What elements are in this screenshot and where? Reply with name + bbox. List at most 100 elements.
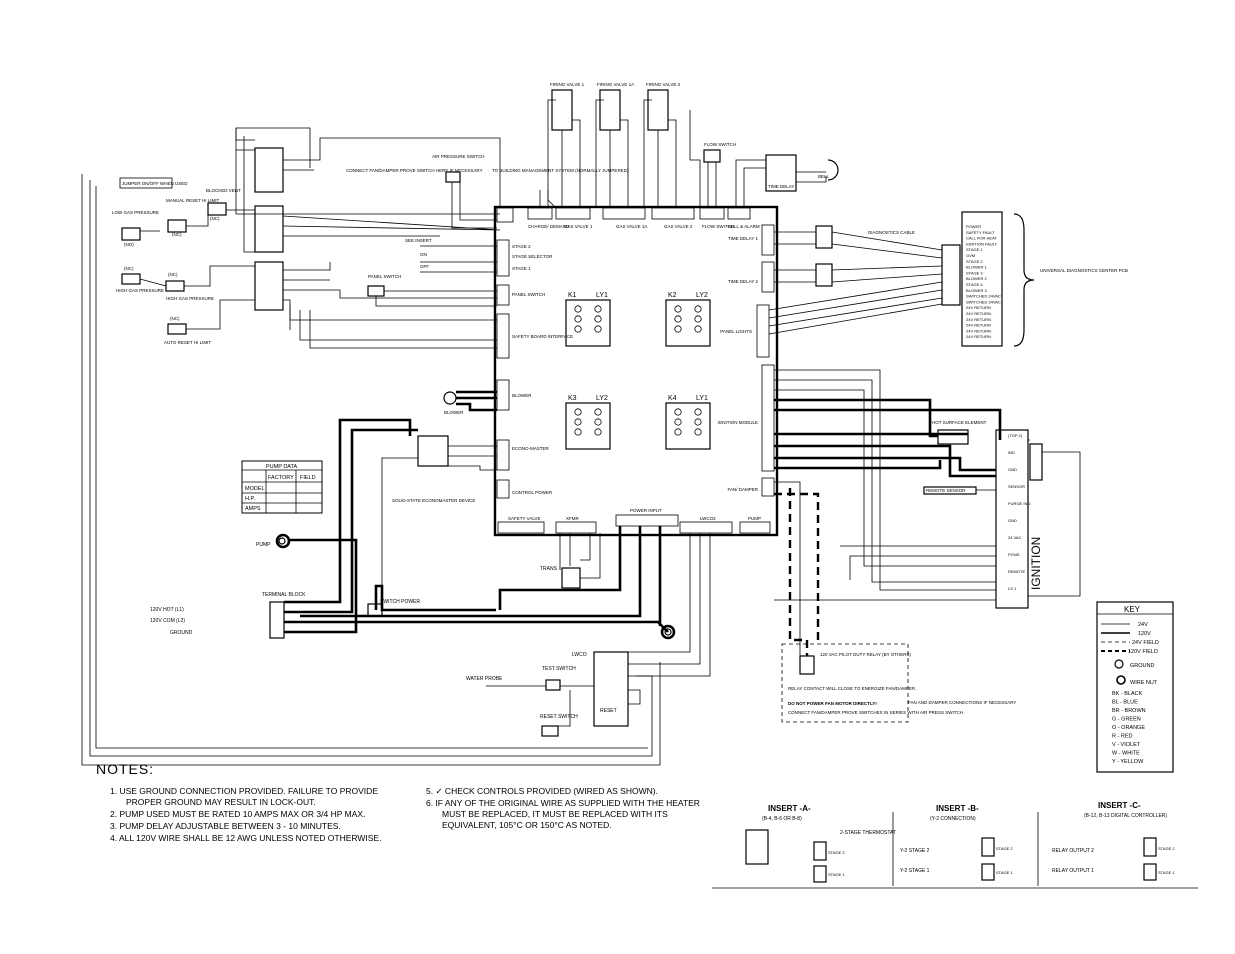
- relay-pin: [594, 315, 602, 323]
- key-24v: 24V: [1138, 622, 1148, 628]
- power-supply: PUMP TERMINAL BLOCK 120V HOT (L1) 120V C…: [150, 533, 676, 640]
- notes-list-2: 5. ✓ CHECK CONTROLS PROVIDED (WIRED AS S…: [426, 786, 716, 832]
- insert-c-row-1: RELAY OUTPUT 1: [1052, 868, 1094, 874]
- blocked-vent-nc: (NC): [210, 216, 220, 221]
- ignition-terminal: GND: [1008, 467, 1017, 472]
- diag-item: 24V RETURN: [966, 305, 991, 310]
- notes-list-1: 1. USE GROUND CONNECTION PROVIDED. FAILU…: [110, 786, 410, 845]
- insert-a-therm: 2-STAGE THERMOSTAT: [840, 830, 896, 836]
- ignition-terminal: SENSOR: [1008, 484, 1025, 489]
- diag-item: 24V RETURN: [966, 334, 991, 339]
- flow-switch-label: FLOW SWITCH: [704, 142, 736, 147]
- blower-label: BLOWER: [444, 410, 464, 415]
- note-3: 3. PUMP DELAY ADJUSTABLE BETWEEN 3 - 10 …: [110, 821, 341, 831]
- notes-block: NOTES: 1. USE GROUND CONNECTION PROVIDED…: [96, 761, 716, 843]
- insert-c-stage2: STAGE 2: [1158, 846, 1175, 851]
- note-2: 2. PUMP USED MUST BE RATED 10 AMPS MAX O…: [110, 809, 366, 819]
- relay-pin: [574, 408, 582, 416]
- ignition-area: HOT SURFACE ELEMENT REMOTE SENSOR IGNITI…: [923, 420, 1043, 609]
- ignition-terminal: 24 VAC: [1008, 535, 1022, 540]
- diag-item: 24V RETURN: [966, 311, 991, 316]
- key-24v-field: 24V FIELD: [1132, 640, 1159, 646]
- header-panel-lights: PANEL LIGHTS: [720, 329, 752, 334]
- note-5: 5. ✓ CHECK CONTROLS PROVIDED (WIRED AS S…: [426, 786, 658, 796]
- diag-item: BLOWER 2: [966, 276, 987, 281]
- insert-a-sub: (B-4, B-6 OR B-8): [762, 816, 802, 822]
- relay-pin: [594, 325, 602, 333]
- lwco-area: LWCO RESET WATER PROBE TEST SWITCH RESET…: [466, 651, 629, 737]
- relay-k2-label: K2: [668, 292, 677, 299]
- pump-label: PUMP: [256, 542, 271, 548]
- relay-pin: [574, 305, 582, 313]
- low-gas-label: LOW GAS PRESSURE: [112, 210, 159, 215]
- diag-item: BLOWER 1: [966, 265, 987, 270]
- blocked-vent-label: BLOCKED VENT: [206, 188, 241, 193]
- key-legend: KEY 24V 120V 24V FIELD 120V FIELD GROUND…: [1096, 601, 1174, 773]
- panel-switch-label: PANEL SWITCH: [368, 274, 401, 279]
- no-power-fan-label: DO NOT POWER FAN MOTOR DIRECTLY!: [788, 701, 877, 706]
- relay-pin: [574, 315, 582, 323]
- header-time-delay-2: TIME DELAY 2: [728, 279, 759, 284]
- diag-item: STAGE 4: [966, 282, 983, 287]
- key-color: V - VIOLET: [1112, 742, 1141, 748]
- note-1: 1. USE GROUND CONNECTION PROVIDED. FAILU…: [110, 786, 378, 807]
- relay-pin: [694, 428, 702, 436]
- com-label: 120V COM (L2): [150, 618, 185, 624]
- header-stage-2: STAGE 2: [512, 244, 531, 249]
- relay-ly1b-label: LY1: [696, 395, 708, 402]
- udc-label: UNIVERSAL DIAGNOSTICS CENTER PCB: [1040, 268, 1128, 273]
- key-title: KEY: [1124, 605, 1141, 614]
- relay-ly2b-label: LY2: [596, 395, 608, 402]
- header-power-input: POWER INPUT: [630, 508, 662, 513]
- insert-a-stage1: STAGE 1: [828, 872, 845, 877]
- relay-pin: [694, 325, 702, 333]
- terminal-block-label: TERMINAL BLOCK: [262, 592, 306, 598]
- firing-valve-1a-label: FIRING VALVE 1A: [597, 82, 634, 87]
- pump-data-col-field: FIELD: [300, 475, 316, 481]
- relay-120-label: 120 VAC PILOT DUTY RELAY (BY OTHERS): [820, 652, 912, 657]
- insert-c-row-2: RELAY OUTPUT 2: [1052, 848, 1094, 854]
- key-color: R - RED: [1112, 734, 1133, 740]
- header-charge-demand: CHARGE/ DEMAND: [528, 224, 570, 229]
- diag-item: 24V RETURN: [966, 328, 991, 333]
- relay-k3-label: K3: [568, 395, 577, 402]
- relay-k1-label: K1: [568, 292, 577, 299]
- diag-item: 24V RETURN: [966, 323, 991, 328]
- relay-pin: [674, 428, 682, 436]
- notes-title: NOTES:: [96, 761, 155, 777]
- inserts: INSERT -A- (B-4, B-6 OR B-8) 2-STAGE THE…: [712, 801, 1198, 889]
- diag-item: STAGE 1: [966, 247, 983, 252]
- diag-item: CALL FOR HEAT: [966, 236, 997, 241]
- off-label: OFF: [420, 264, 429, 269]
- insert-b-title: INSERT -B-: [936, 804, 979, 813]
- safety-circuit: JUMPER ON/OFF WHEN USED LOW GAS PRESSURE…: [112, 147, 475, 503]
- header-economaster: ECONO-MASTER: [512, 446, 550, 451]
- diag-item: BLOWER 3: [966, 288, 987, 293]
- lwco-label: LWCO: [572, 652, 587, 658]
- relay-pin: [694, 408, 702, 416]
- header-bell-alarm: BELL & ALARM: [728, 224, 760, 229]
- relay-pin: [594, 408, 602, 416]
- header-xfmr: XFMR: [566, 516, 579, 521]
- key-color: G - GREEN: [1112, 717, 1141, 723]
- key-color: Y - YELLOW: [1112, 759, 1144, 765]
- insert-b-sub: (Y-2 CONNECTION): [930, 816, 976, 822]
- header-stage-1: STAGE 1: [512, 266, 531, 271]
- ignition-terminal: IND: [1008, 450, 1015, 455]
- header-gas-valve-1a: GAS VALVE 1A: [616, 224, 647, 229]
- insert-c-title: INSERT -C-: [1098, 801, 1141, 810]
- test-switch-label: TEST SWITCH: [542, 666, 576, 672]
- bell-label: BELL: [818, 174, 830, 179]
- relay-ly2-label: LY2: [696, 292, 708, 299]
- insert-b-row-1: Y-2 STAGE 1: [900, 868, 930, 874]
- relay-k3: K3 LY2: [565, 395, 611, 450]
- relay-k1: K1 LY1: [565, 292, 611, 347]
- insert-a-stage2: STAGE 2: [828, 850, 845, 855]
- prove-series-label: CONNECT FAN/DAMPER PROVE SWITCHES IN SER…: [788, 710, 963, 715]
- header-gas-valve-1: GAS VALVE 1: [564, 224, 593, 229]
- header-time-delay-1: TIME DELAY 1: [728, 236, 759, 241]
- header-safety-valve: SAFETY VALVE: [508, 516, 541, 521]
- diag-item: IGNITION FAULT: [966, 241, 998, 246]
